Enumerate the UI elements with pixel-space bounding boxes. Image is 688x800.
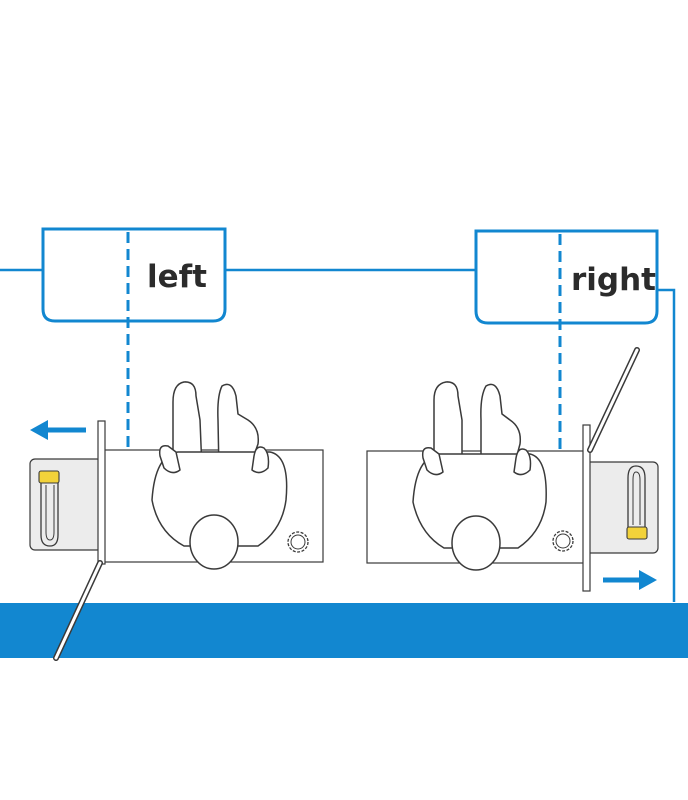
right-handle	[626, 465, 648, 540]
left-arrow	[30, 420, 86, 440]
right-scene	[366, 347, 659, 592]
right-panel	[584, 461, 659, 554]
left-door	[97, 420, 106, 565]
floor-band	[0, 603, 688, 658]
right-label: right	[571, 262, 656, 298]
right-door	[582, 424, 591, 592]
right-arrow	[603, 570, 657, 590]
left-label: left	[147, 259, 207, 295]
left-rod	[53, 560, 103, 661]
right-rod	[587, 347, 640, 453]
left-person	[151, 381, 288, 570]
left-scene	[29, 381, 324, 661]
right-person	[412, 381, 547, 571]
left-label-box: left	[41, 227, 227, 323]
right-gear-icon	[552, 530, 574, 552]
left-handle	[38, 470, 60, 547]
right-label-box: right	[474, 229, 659, 325]
left-gear-icon	[287, 531, 309, 553]
frame-lines	[0, 268, 676, 602]
